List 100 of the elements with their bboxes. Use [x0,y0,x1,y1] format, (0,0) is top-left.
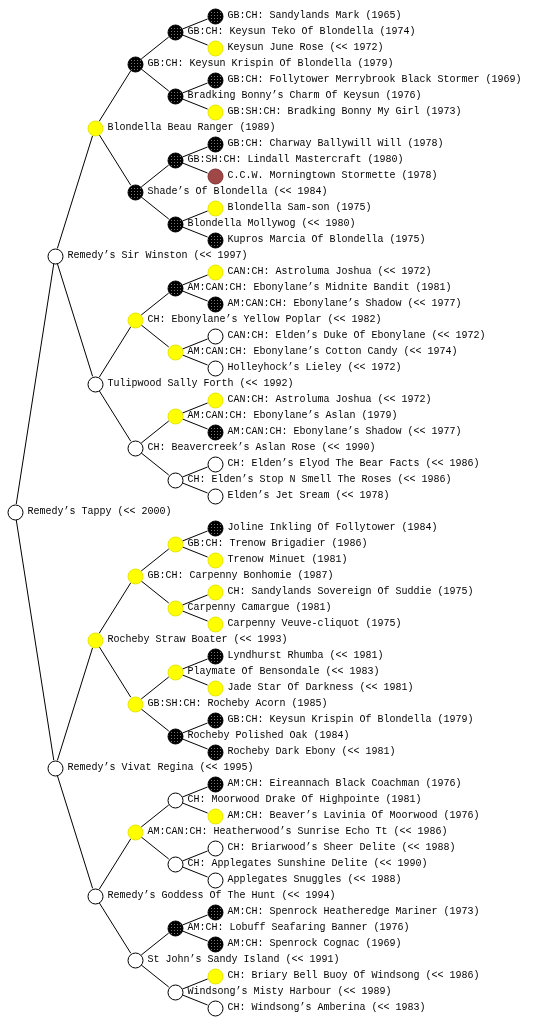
pedigree-line [98,390,132,442]
pedigree-line [181,994,209,1006]
dog-name: CH: Windsong’s Amberina (<< 1983) [227,1002,426,1014]
pedigree-line [181,34,209,46]
pedigree-line [140,36,170,60]
dog-name: CH: Briary Bell Buoy Of Windsong (<< 1986) [227,970,480,982]
pedigree-line [181,482,209,494]
pedigree-line [140,164,170,188]
dog-name: Windsong’s Misty Harbour (<< 1989) [187,986,392,998]
dog-name: Playmate Of Bensondale (<< 1983) [187,666,380,678]
pedigree-line [181,722,209,734]
pedigree-line [98,134,132,186]
pedigree-line [181,978,209,990]
dog-name: AM:CH: Spenrock Heatheredge Mariner (1973) [227,906,480,918]
pedigree-line [181,914,209,926]
pedigree-line [181,802,209,814]
dog-name: AM:CH: Spenrock Cognac (1969) [227,938,402,950]
pedigree-line [140,196,170,220]
pedigree-line [140,836,170,860]
dog-name: GB:CH: Keysun Krispin Of Blondella (1979) [227,714,474,726]
pedigree-line [181,930,209,942]
dog-name: CH: Elden’s Stop N Smell The Roses (<< 1986) [187,474,452,486]
dog-name: GB:CH: Keysun Krispin Of Blondella (1979) [147,58,394,70]
pedigree-line [98,326,132,378]
dog-name: AM:CAN:CH: Heatherwood’s Sunrise Echo Tt (<< 1986) [147,826,448,838]
dog-name: GB:CH: Sandylands Mark (1965) [227,10,402,22]
pedigree-line [181,354,209,366]
dog-name: Keysun June Rose (<< 1972) [227,42,384,54]
pedigree-line [181,274,209,286]
dog-name: Rocheby Dark Ebony (<< 1981) [227,746,396,758]
dog-name: CH: Elden’s Elyod The Bear Facts (<< 1986) [227,458,480,470]
dog-name: AM:CH: Eireannach Black Coachman (1976) [227,778,462,790]
pedigree-line [140,804,170,828]
pedigree-line [98,70,132,122]
pedigree-line [140,580,170,604]
pedigree-line [181,786,209,798]
dog-name: Bradking Bonny’s Charm Of Keysun (1976) [187,90,422,102]
pedigree-line [181,658,209,670]
dog-name: AM:CH: Beaver’s Lavinia Of Moorwood (1976) [227,810,480,822]
pedigree-line [181,418,209,430]
pedigree-line [181,290,209,302]
dog-name: CH: Moorwood Drake Of Highpointe (1981) [187,794,422,806]
dog-name: GB:SH:CH: Bradking Bonny My Girl (1973) [227,106,462,118]
dog-name: Jade Star Of Darkness (<< 1981) [227,682,414,694]
pedigree-line [181,546,209,558]
dog-name: Lyndhurst Rhumba (<< 1981) [227,650,384,662]
dog-name: CAN:CH: Elden’s Duke Of Ebonylane (<< 1972) [227,330,486,342]
pedigree-line [181,466,209,478]
dog-name: GB:CH: Trenow Brigadier (1986) [187,538,368,550]
pedigree-line [98,838,132,890]
pedigree-line [98,582,132,634]
dog-name: Carpenny Veuve-cliquot (1975) [227,618,402,630]
dog-name: CH: Beavercreek’s Aslan Rose (<< 1990) [147,442,376,454]
pedigree-line [181,610,209,622]
dog-name: Applegates Snuggles (<< 1988) [227,874,402,886]
pedigree-line [56,775,94,889]
dog-name: AM:CAN:CH: Ebonylane’s Cotton Candy (<< 1974) [187,346,458,358]
dog-name: Rocheby Straw Boater (<< 1993) [107,634,288,646]
pedigree-line [98,902,132,954]
pedigree-line [140,292,170,316]
dog-name: GB:SH:CH: Rocheby Acorn (1985) [147,698,328,710]
dog-name: Holleyhock’s Lieley (<< 1972) [227,362,402,374]
dog-name: AM:CAN:CH: Ebonylane’s Shadow (<< 1977) [227,298,462,310]
dog-name: AM:CAN:CH: Ebonylane’s Aslan (1979) [187,410,398,422]
dog-name: CAN:CH: Astroluma Joshua (<< 1972) [227,266,432,278]
pedigree-line [181,226,209,238]
dog-name: CH: Ebonylane’s Yellow Poplar (<< 1982) [147,314,382,326]
pedigree-line [140,452,170,476]
pedigree-line [181,18,209,30]
pedigree-line [181,82,209,94]
dog-name: GB:CH: Charway Ballywill Will (1978) [227,138,444,150]
pedigree-line [98,646,132,698]
dog-name: Remedy’s Tappy (<< 2000) [27,506,172,518]
pedigree-line [15,263,55,505]
dog-name: CH: Applegates Sunshine Delite (<< 1990) [187,858,428,870]
pedigree-line [15,519,55,761]
pedigree-line [140,548,170,572]
pedigree-line [56,647,94,761]
pedigree-line [140,420,170,444]
dog-name: St John’s Sandy Island (<< 1991) [147,954,340,966]
pedigree-line [140,708,170,732]
dog-name: GB:SH:CH: Lindall Mastercraft (1980) [187,154,404,166]
pedigree-line [56,263,94,377]
pedigree-line [140,68,170,92]
pedigree-line [181,738,209,750]
dog-name: Remedy’s Sir Winston (<< 1997) [67,250,248,262]
dog-name: Remedy’s Goddess Of The Hunt (<< 1994) [107,890,336,902]
dog-name: AM:CAN:CH: Ebonylane’s Midnite Bandit (1981) [187,282,452,294]
pedigree-line [181,866,209,878]
pedigree-line [56,135,94,249]
dog-name: CAN:CH: Astroluma Joshua (<< 1972) [227,394,432,406]
dog-name: Blondella Beau Ranger (1989) [107,122,276,134]
pedigree-line [140,676,170,700]
pedigree-line [181,850,209,862]
dog-name: Carpenny Camargue (1981) [187,602,332,614]
dog-name: AM:CH: Lobuff Seafaring Banner (1976) [187,922,410,934]
dog-name: Remedy’s Vivat Regina (<< 1995) [67,762,254,774]
pedigree-line [140,932,170,956]
dog-name: Blondella Sam-son (1975) [227,202,372,214]
dog-name: Shade’s Of Blondella (<< 1984) [147,186,328,198]
